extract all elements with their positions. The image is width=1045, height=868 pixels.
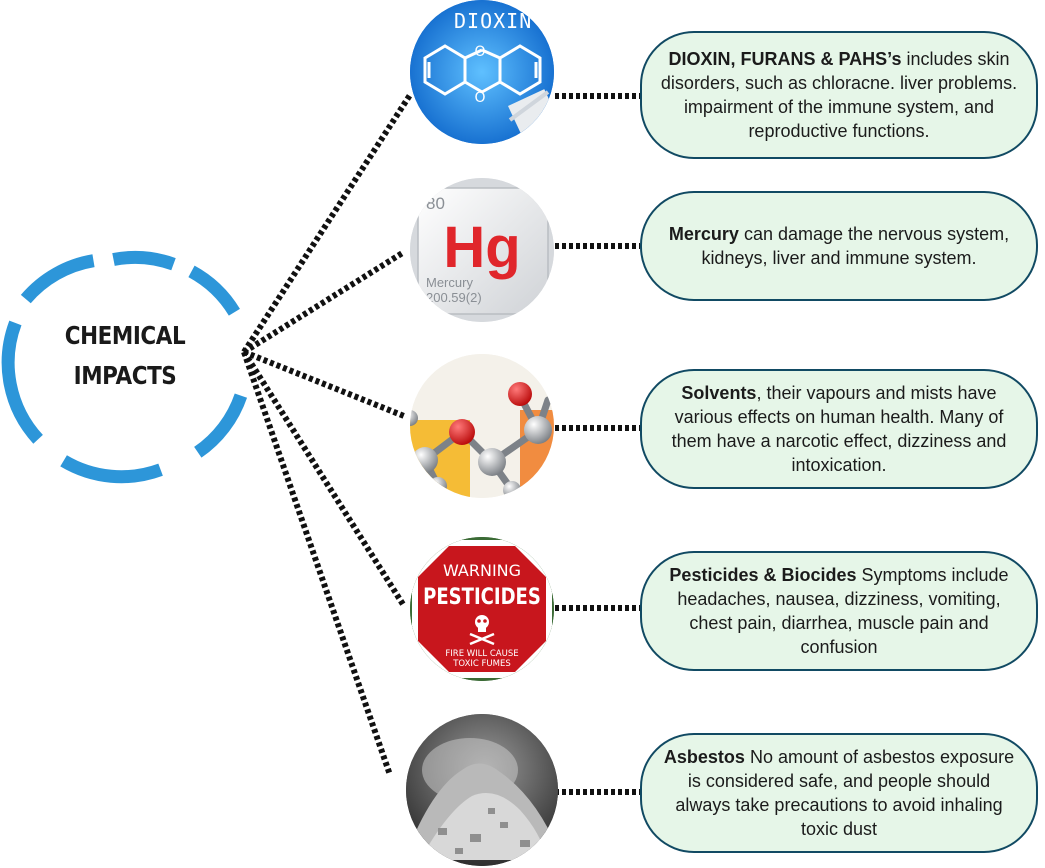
hub-ring-segment	[188, 265, 240, 316]
sign-pesticides-text: PESTICIDES	[423, 583, 541, 609]
mercury-element-tile-icon: 80 Hg Mercury 200.59(2)	[410, 178, 554, 322]
mercury-info-card: Mercury can damage the nervous system, k…	[640, 191, 1038, 301]
card-title: Mercury	[668, 224, 739, 244]
card-title: DIOXIN, FURANS & PAHS’s	[668, 49, 902, 69]
hub-ring-segment	[20, 254, 95, 304]
hub-ring-segment	[193, 393, 248, 458]
card-title: Pesticides & Biocides	[669, 565, 857, 585]
asbestos-info-card: Asbestos No amount of asbestos exposure …	[640, 733, 1038, 853]
connector-hub-to-mercury	[242, 249, 406, 355]
dioxin-image-label: DIOXIN	[454, 9, 532, 33]
mercury-atomic-number: 80	[426, 194, 445, 213]
connector-lines	[241, 93, 640, 795]
hub-title-line1: CHEMICAL	[64, 321, 186, 350]
hub-title: CHEMICAL IMPACTS	[52, 316, 198, 396]
card-text: Symptoms include headaches, nausea, dizz…	[677, 565, 1009, 657]
mercury-symbol: Hg	[443, 215, 520, 280]
connector-hub-to-dioxin	[241, 93, 413, 354]
hub-ring-segment	[112, 251, 176, 271]
pesticides-warning-sign-icon: WARNING PESTICIDES FIRE WILL CAUSE TOXIC…	[410, 537, 554, 681]
sign-fumes-text: TOXIC FUMES	[452, 659, 511, 669]
svg-text:O: O	[474, 44, 485, 60]
mercury-name: Mercury	[426, 275, 473, 290]
card-text: , their vapours and mists have various e…	[671, 383, 1007, 475]
dioxin-info-card: DIOXIN, FURANS & PAHS’s includes skin di…	[640, 31, 1038, 159]
card-text: includes skin disorders, such as chlorac…	[660, 49, 1018, 141]
sign-fire-text: FIRE WILL CAUSE	[445, 649, 518, 659]
hub-ring-segment	[60, 455, 163, 484]
card-title: Asbestos	[663, 747, 745, 767]
asbestos-dust-pile-photo-icon	[406, 714, 558, 866]
solvent-molecule-photo-icon	[410, 354, 554, 498]
card-title: Solvents	[681, 383, 757, 403]
card-text: No amount of asbestos exposure is consid…	[675, 747, 1015, 839]
card-text: can damage the nervous system, kidneys, …	[701, 224, 1010, 268]
hub-ring	[1, 251, 248, 484]
dioxin-molecule-photo-icon: O O DIOXIN	[410, 0, 554, 144]
connector-hub-to-solvents	[242, 349, 406, 419]
solvents-info-card: Solvents, their vapours and mists have v…	[640, 369, 1038, 489]
hub-ring-segment	[1, 320, 43, 444]
sign-warning-text: WARNING	[443, 561, 521, 580]
skull-icon	[469, 615, 495, 646]
svg-text:O: O	[474, 90, 485, 106]
mercury-mass: 200.59(2)	[426, 290, 482, 305]
connector-hub-to-asbestos	[241, 351, 393, 776]
pesticides-info-card: Pesticides & Biocides Symptoms include h…	[640, 551, 1038, 671]
hub-title-line2: IMPACTS	[73, 361, 177, 390]
connector-hub-to-pesticides	[241, 350, 407, 608]
